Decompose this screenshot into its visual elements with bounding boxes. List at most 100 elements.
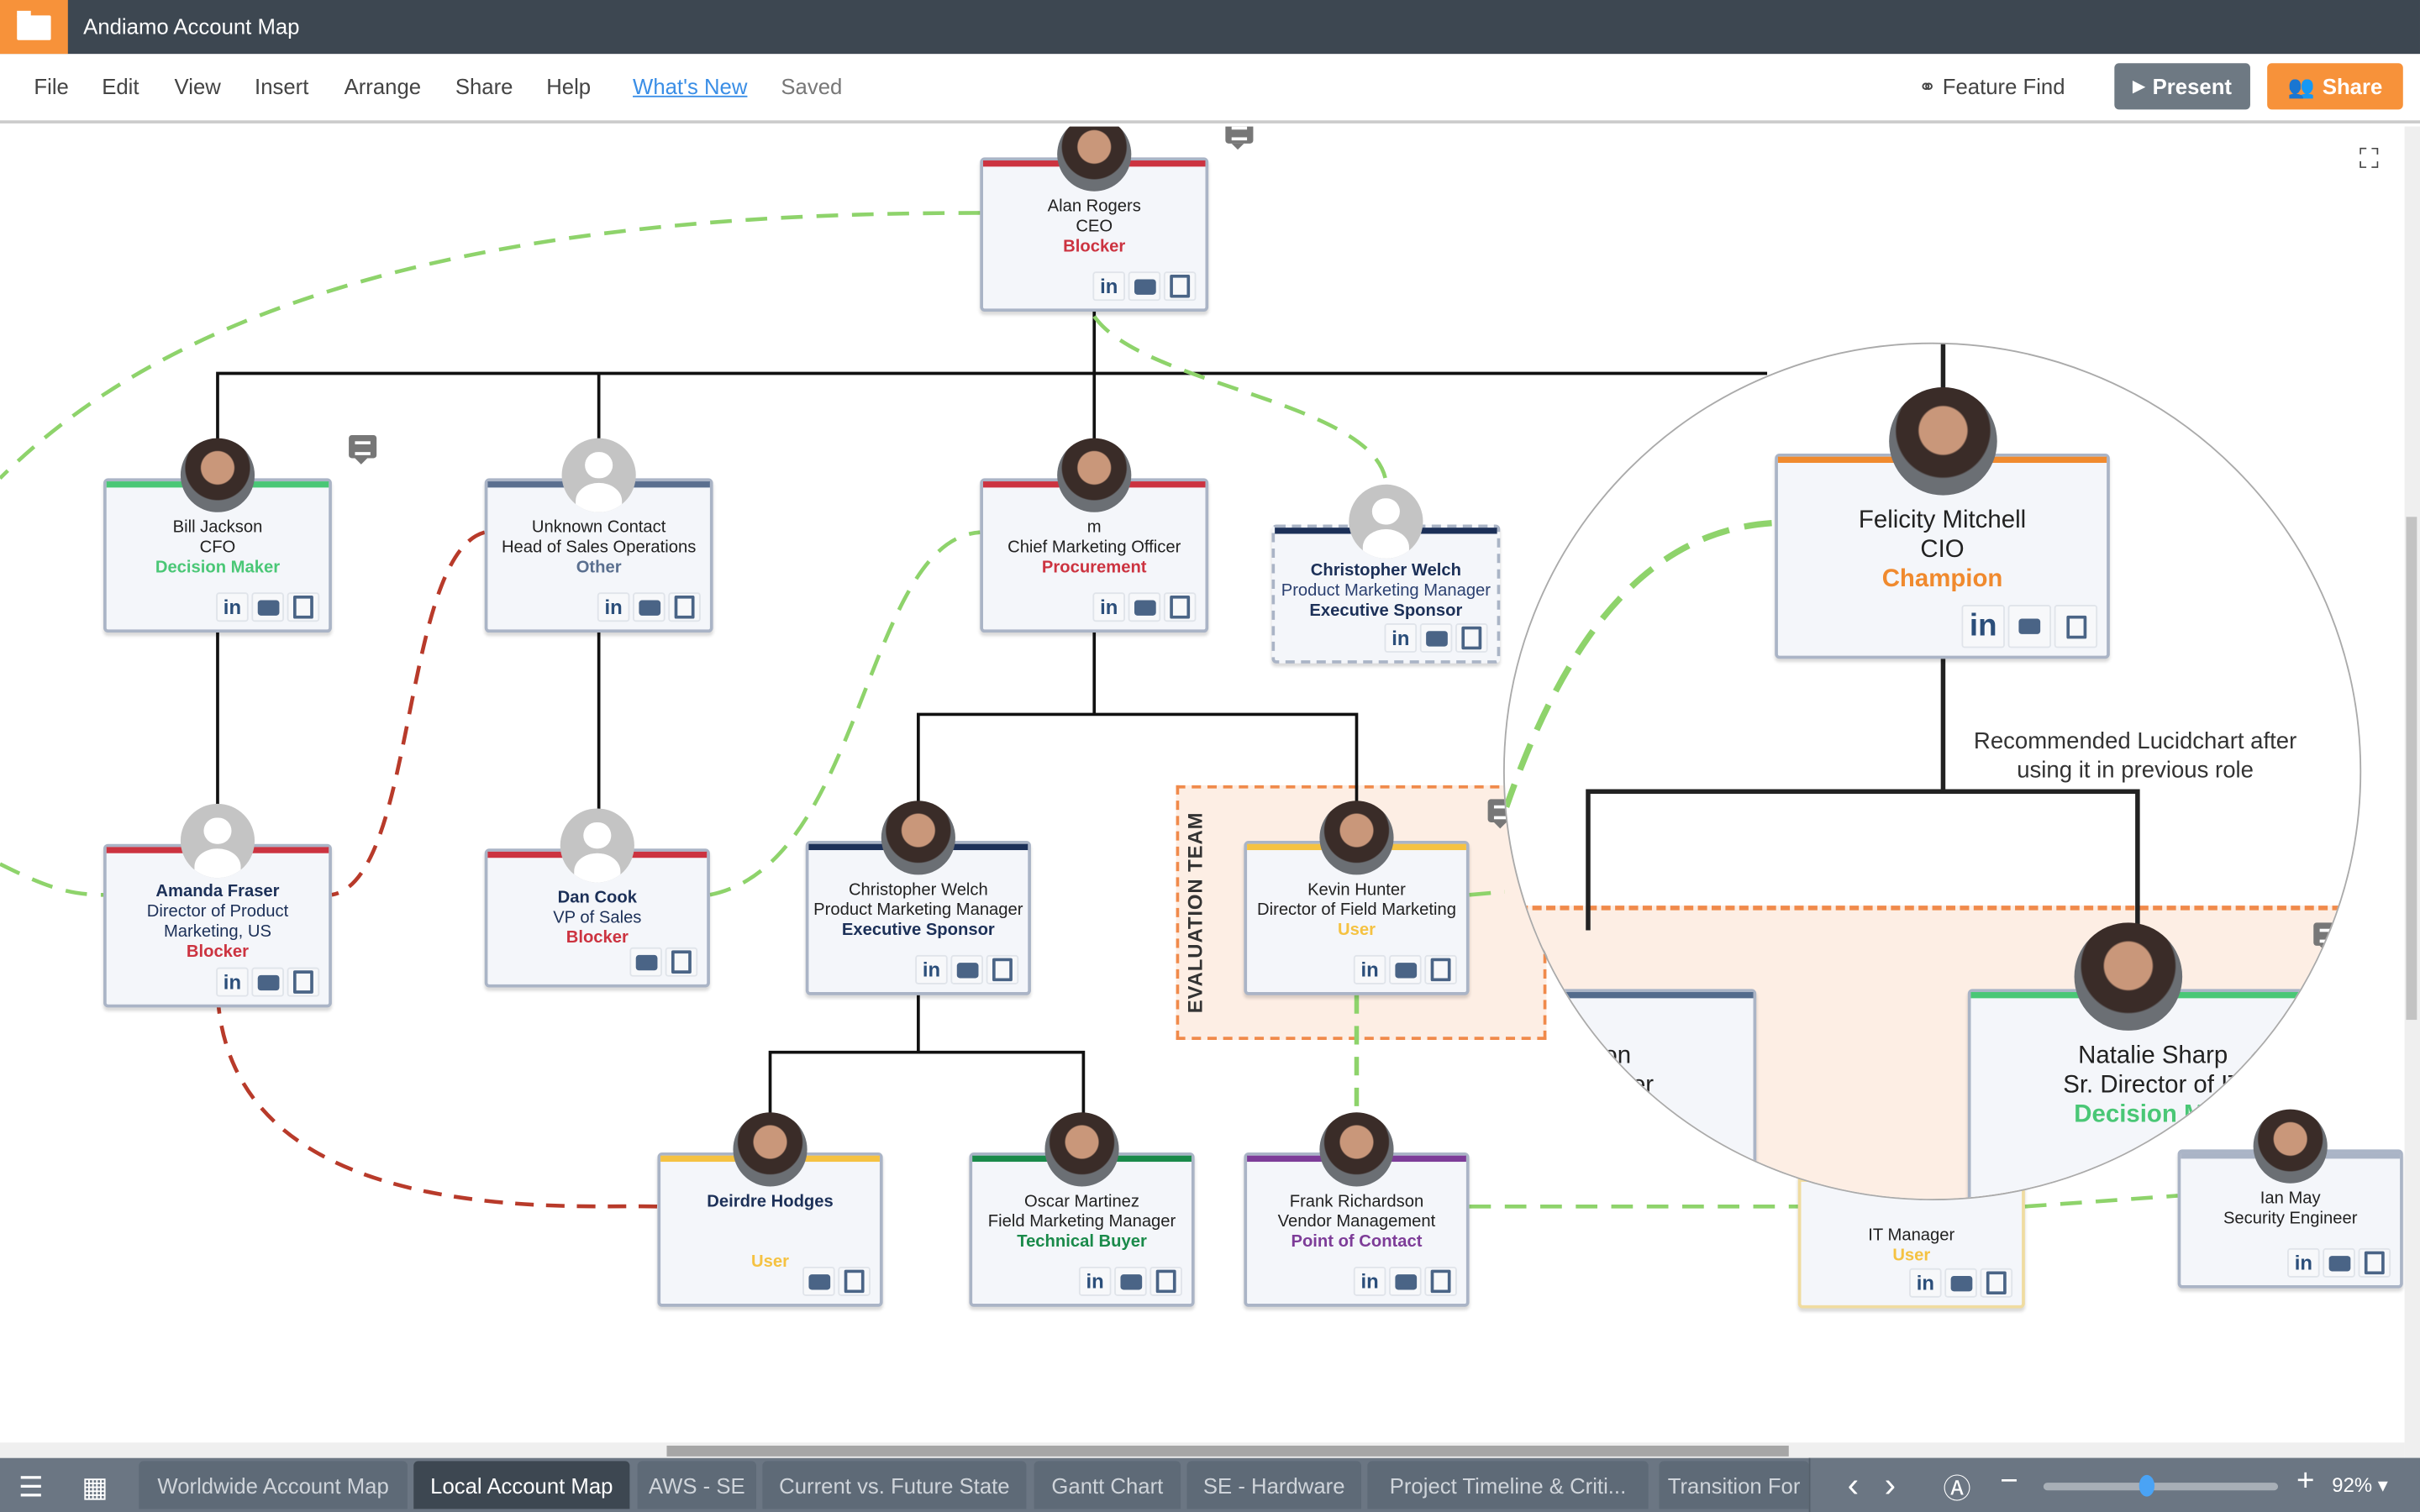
- contact-card-icon[interactable]: [1128, 592, 1161, 622]
- feature-find-button[interactable]: ⚭ Feature Find: [1918, 74, 2065, 100]
- zoom-out-icon[interactable]: −: [2000, 1464, 2018, 1499]
- linkedin-icon[interactable]: in: [915, 954, 948, 984]
- notes-icon[interactable]: [1150, 1266, 1182, 1296]
- scroll-thumb[interactable]: [2406, 517, 2417, 1021]
- present-button[interactable]: ▶Present: [2114, 63, 2250, 110]
- linkedin-icon[interactable]: in: [216, 592, 249, 622]
- linkedin-icon[interactable]: in: [2287, 1247, 2320, 1278]
- avatar: [1057, 126, 1132, 192]
- contact-card-icon[interactable]: [1114, 1266, 1147, 1296]
- zoom-level[interactable]: 92% ▾: [2332, 1473, 2388, 1497]
- page-tab[interactable]: SE - Hardware: [1186, 1461, 1361, 1509]
- horizontal-scrollbar[interactable]: [0, 1442, 2405, 1458]
- contact-card-icon[interactable]: [2323, 1247, 2355, 1278]
- comment-icon[interactable]: [2313, 922, 2342, 953]
- contact-card-icon[interactable]: [629, 947, 662, 977]
- notes-icon[interactable]: [287, 967, 320, 997]
- notes-icon[interactable]: [287, 592, 320, 622]
- next-page-icon[interactable]: ›: [1884, 1465, 1897, 1504]
- zoom-in-icon[interactable]: +: [2296, 1464, 2315, 1499]
- notes-icon[interactable]: [665, 947, 698, 977]
- vertical-scrollbar[interactable]: [2404, 126, 2420, 1458]
- menu-share[interactable]: Share: [455, 74, 513, 99]
- zoom-slider[interactable]: [2043, 1483, 2279, 1491]
- comment-icon[interactable]: [1225, 126, 1254, 150]
- contact-card-icon[interactable]: [1944, 1268, 1977, 1298]
- document-title[interactable]: Andiamo Account Map: [83, 13, 300, 39]
- comment-icon[interactable]: [349, 434, 377, 465]
- menu-help[interactable]: Help: [546, 74, 592, 99]
- contact-role: Point of Contact: [1291, 1232, 1423, 1252]
- linkedin-icon[interactable]: in: [1353, 954, 1386, 984]
- page-tab[interactable]: AWS - SE: [637, 1461, 756, 1509]
- notes-icon[interactable]: [2358, 1247, 2391, 1278]
- contact-card-icon[interactable]: [1389, 954, 1422, 984]
- page-list-icon[interactable]: ☰: [18, 1472, 44, 1503]
- fullscreen-icon[interactable]: ⛶: [2359, 143, 2379, 175]
- notes-icon[interactable]: [838, 1266, 871, 1296]
- notes-icon[interactable]: [668, 592, 701, 622]
- page-grid-icon[interactable]: ▦: [82, 1472, 108, 1503]
- notes-icon[interactable]: [1163, 271, 1197, 302]
- notes-icon[interactable]: [986, 954, 1019, 984]
- contact-role: Blocker: [186, 942, 250, 962]
- influence-line: [331, 530, 486, 897]
- menu-insert[interactable]: Insert: [255, 74, 309, 99]
- contact-card-icon[interactable]: [633, 592, 666, 622]
- contact-card-icon[interactable]: [2007, 604, 2052, 648]
- contact-name: Alan Rogers: [1047, 197, 1141, 217]
- linkedin-icon[interactable]: in: [1092, 271, 1125, 302]
- avatar: [561, 438, 636, 512]
- whats-new-link[interactable]: What's New: [633, 74, 748, 99]
- linkedin-icon[interactable]: in: [1384, 623, 1418, 653]
- navigate-icon[interactable]: Ⓐ: [1943, 1473, 1971, 1504]
- contact-card-icon[interactable]: [1128, 271, 1161, 302]
- page-tab[interactable]: Worldwide Account Map: [139, 1461, 408, 1509]
- linkedin-icon[interactable]: in: [1353, 1266, 1386, 1296]
- notes-icon[interactable]: [1424, 1266, 1457, 1296]
- contact-card-icon[interactable]: [1389, 1266, 1422, 1296]
- contact-title: Sr. Director of IT: [2063, 1072, 2244, 1099]
- notes-icon[interactable]: [1455, 623, 1488, 653]
- card-actions: in: [1078, 1266, 1182, 1296]
- page-tab[interactable]: Current vs. Future State: [762, 1461, 1027, 1509]
- notes-icon[interactable]: [1163, 592, 1197, 622]
- notes-icon[interactable]: [1980, 1268, 2013, 1298]
- contact-title: Head of Sales Operations: [501, 538, 697, 558]
- folder-icon[interactable]: [0, 0, 68, 55]
- menu-arrange[interactable]: Arrange: [344, 74, 422, 99]
- menu-edit[interactable]: Edit: [102, 74, 139, 99]
- notes-icon[interactable]: [2054, 604, 2098, 648]
- contact-card-icon[interactable]: [802, 1266, 835, 1296]
- contact-card-icon[interactable]: [950, 954, 983, 984]
- contact-card-icon[interactable]: [1419, 623, 1453, 653]
- card-actions: in: [1092, 592, 1197, 622]
- page-tab[interactable]: Transition For: [1659, 1461, 1809, 1509]
- scroll-thumb[interactable]: [666, 1446, 1789, 1457]
- linkedin-icon[interactable]: in: [1092, 592, 1125, 622]
- page-tab[interactable]: Project Timeline & Criti...: [1367, 1461, 1649, 1509]
- menu-view[interactable]: View: [174, 74, 221, 99]
- notes-icon[interactable]: [1424, 954, 1457, 984]
- page-tab[interactable]: Local Account Map: [413, 1461, 630, 1509]
- linkedin-icon[interactable]: in: [1961, 604, 2005, 648]
- share-button[interactable]: 👥Share: [2267, 63, 2403, 110]
- contact-card-icon[interactable]: [251, 592, 284, 622]
- contact-card-icon[interactable]: [251, 967, 284, 997]
- linkedin-icon[interactable]: in: [1078, 1266, 1112, 1296]
- prev-page-icon[interactable]: ‹: [1847, 1465, 1860, 1504]
- menu-file[interactable]: File: [34, 74, 69, 99]
- linkedin-icon[interactable]: in: [216, 967, 249, 997]
- linkedin-icon[interactable]: in: [597, 592, 630, 622]
- card-actions: in: [1384, 623, 1488, 653]
- linkedin-icon[interactable]: in: [1909, 1268, 1942, 1298]
- zoom-slider-handle[interactable]: [2139, 1474, 2155, 1497]
- page-tab[interactable]: Gantt Chart: [1034, 1461, 1181, 1509]
